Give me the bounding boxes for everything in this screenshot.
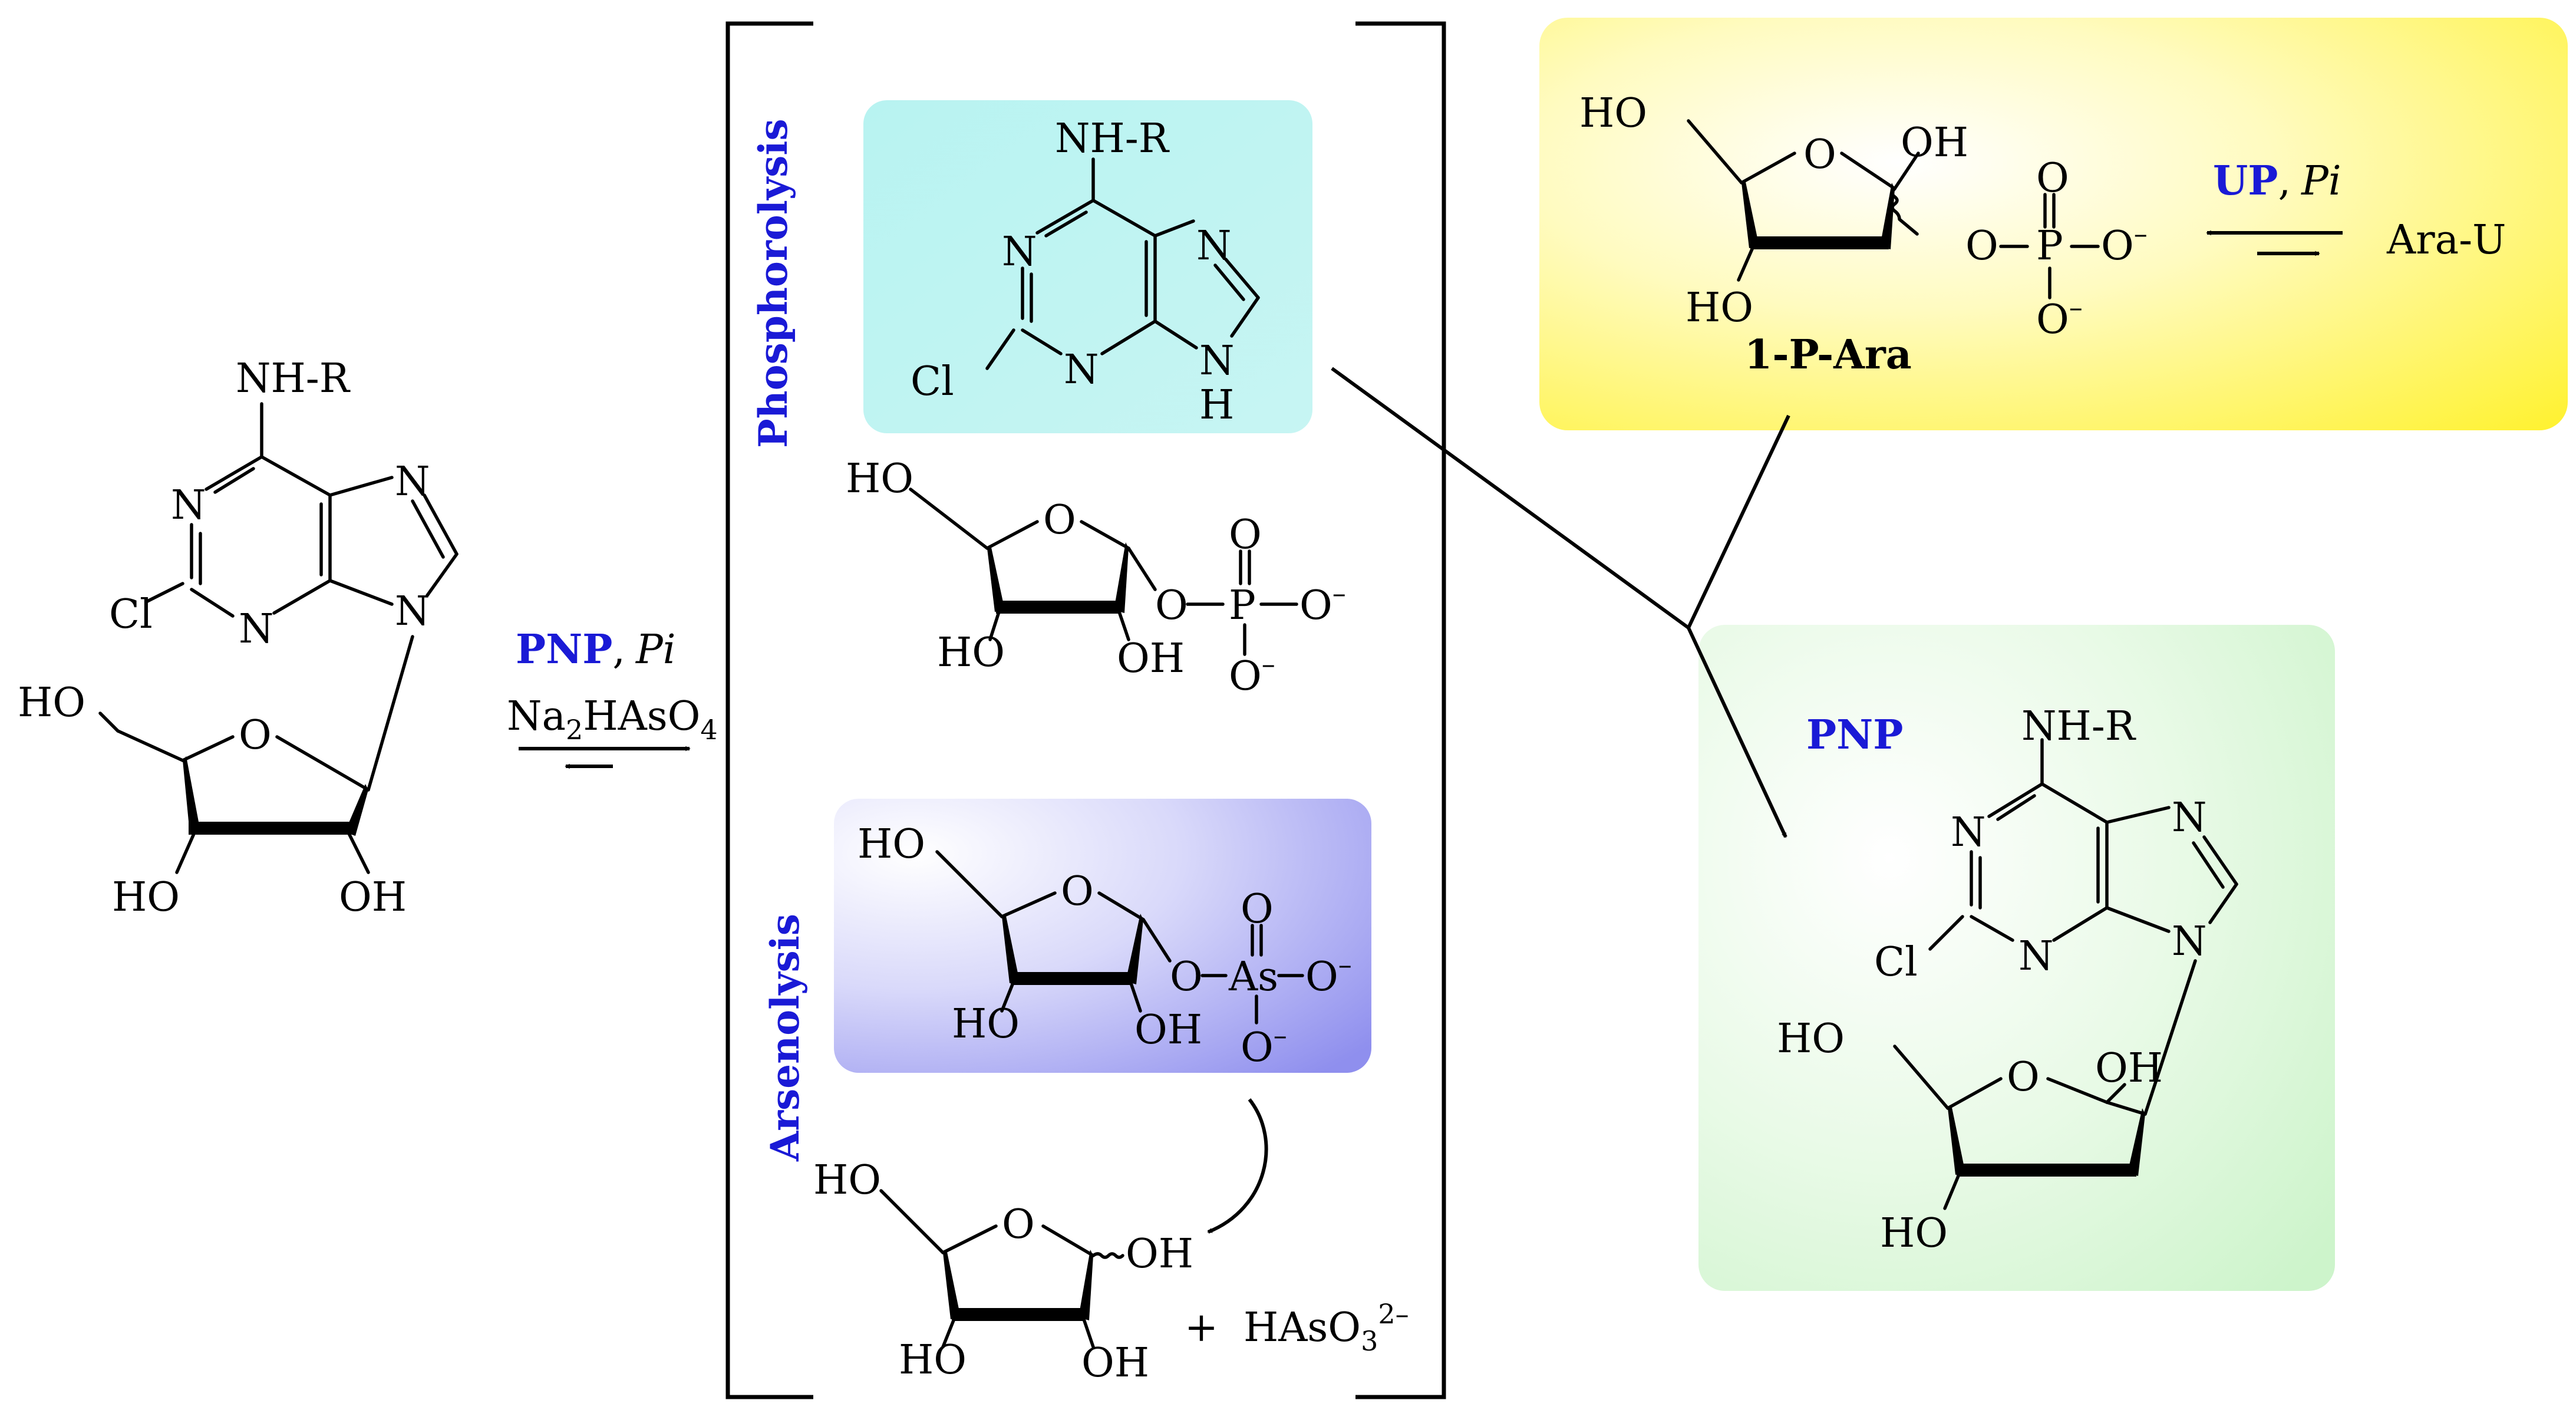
- product-cl: Cl: [1874, 939, 1918, 986]
- phos-base-amine: NH-R: [1055, 116, 1170, 162]
- ars-sugar-ring-o: O: [1061, 868, 1094, 915]
- substrate-n7-label: N: [395, 459, 430, 505]
- substrate-nucleoside: NH-R N N N N Cl O HO HO OH: [18, 355, 459, 921]
- substrate-n3-label: N: [239, 606, 274, 653]
- svg-text:UP,Pi: UP,Pi: [2213, 157, 2341, 205]
- phos-base-cl: Cl: [911, 358, 954, 405]
- up-phosphate-label: Pi: [2300, 158, 2341, 205]
- p-ara-compound-label: 1-P-Ara: [1744, 331, 1912, 378]
- phosphorolysis-label: Phosphorolysis: [750, 118, 796, 448]
- ara-u-label: Ara-U: [2386, 217, 2506, 263]
- phos-sugar-ho5: HO: [846, 456, 913, 502]
- product-ho3: HO: [1880, 1210, 1948, 1257]
- product-ring-o: O: [2007, 1054, 2040, 1101]
- phos-base-n3: N: [1064, 347, 1099, 393]
- arsenolysis-sugar-box: [834, 799, 1371, 1073]
- ars-sugar-ho3: HO: [952, 1001, 1020, 1047]
- phos-sugar-oh2: OH: [1117, 635, 1185, 682]
- phos-p-atom: P: [1229, 582, 1256, 629]
- reaction-conditions: PNP,Pi Na2HAsO4: [507, 626, 718, 769]
- phos-sugar-ho3: HO: [937, 630, 1005, 676]
- product-enzyme-label: PNP: [1806, 711, 1903, 759]
- p-ara-o-link: O: [1965, 223, 1998, 269]
- ars-sugar-ho5: HO: [857, 821, 925, 868]
- svg-text:PNP,Pi: PNP,Pi: [516, 626, 676, 673]
- condition-phosphate: Pi: [635, 627, 676, 673]
- arsenolysis-label: Arsenolysis: [762, 914, 808, 1162]
- converging-arrows: [1331, 367, 1790, 838]
- p-ara-ho5: HO: [1579, 90, 1647, 137]
- plus-sign: +: [1185, 1304, 1218, 1351]
- ars-o-link: O: [1170, 954, 1203, 1000]
- phos-o-minus-2: O–: [1229, 648, 1275, 700]
- p-ara-ho3: HO: [1686, 285, 1753, 331]
- p-ara-p-atom: P: [2036, 223, 2063, 269]
- p-ara-o-minus-2: O–: [2036, 291, 2083, 343]
- product-amine-label: NH-R: [2021, 703, 2136, 750]
- ribose-ho3: HO: [899, 1337, 967, 1383]
- phos-base-h: H: [1199, 382, 1234, 429]
- ribose-ring-o: O: [1002, 1201, 1035, 1248]
- product-n7: N: [2172, 795, 2207, 841]
- up-separator: ,: [2278, 158, 2291, 205]
- substrate-n1-label: N: [171, 482, 206, 529]
- condition-enzyme-pnp: PNP: [516, 626, 612, 673]
- ribose-ho5: HO: [813, 1157, 881, 1204]
- product-n3: N: [2018, 933, 2054, 980]
- product-n9: N: [2172, 918, 2207, 965]
- substrate-ho-3prime: HO: [112, 874, 180, 921]
- substrate-n9-label: N: [395, 588, 430, 635]
- ars-o-double: O: [1241, 886, 1274, 933]
- product-nucleoside: PNP NH-R N N N N Cl HO O OH: [1777, 703, 2238, 1257]
- condition-separator: ,: [612, 627, 625, 673]
- ars-as-atom: As: [1228, 954, 1278, 1000]
- phos-sugar-ring-o: O: [1043, 497, 1076, 543]
- product-oh2: OH: [2095, 1045, 2163, 1092]
- ars-o-minus-2: O–: [1241, 1019, 1287, 1071]
- product-n1: N: [1951, 809, 1986, 856]
- phos-base-n1: N: [1002, 229, 1037, 275]
- phosphorolysis-base-box: [863, 100, 1312, 433]
- p-ara-oh2: OH: [1901, 120, 1968, 166]
- substrate-amine-label: NH-R: [236, 355, 351, 402]
- ribose-oh1: OH: [1126, 1231, 1193, 1277]
- intermediate-1-p-ara: HO O OH HO O P O O– O– 1-P-Ara UP,Pi Ara…: [1579, 90, 2506, 378]
- up-enzyme-label: UP: [2213, 157, 2278, 205]
- p-ara-ring-o: O: [1803, 131, 1836, 178]
- phosphorolysis-section: Phosphorolysis NH-R N N N N H Cl: [750, 116, 1346, 700]
- p-ara-o-minus-1: O–: [2101, 218, 2148, 269]
- p-ara-o-double: O: [2036, 155, 2069, 202]
- phos-base-n9: N: [1199, 338, 1235, 384]
- ribose-oh2: OH: [1081, 1340, 1149, 1386]
- phos-o-link: O: [1155, 582, 1188, 629]
- product-box: [1698, 625, 2335, 1291]
- product-ho5: HO: [1777, 1016, 1845, 1062]
- substrate-ring-o-label: O: [239, 712, 272, 759]
- condition-arsenate: Na2HAsO4: [507, 693, 718, 746]
- ars-sugar-oh2: OH: [1134, 1007, 1202, 1053]
- phos-o-minus-1: O–: [1299, 577, 1346, 629]
- substrate-oh-2prime: OH: [339, 874, 407, 921]
- arsenolysis-section: Arsenolysis HO O HO OH O As O O– O–: [762, 821, 1409, 1386]
- phos-base-n7: N: [1196, 223, 1232, 269]
- phos-o-double: O: [1229, 512, 1262, 558]
- hydrolysis-curved-arrow: [1207, 1098, 1268, 1234]
- ars-o-minus-1: O–: [1305, 948, 1352, 1000]
- substrate-cl-label: Cl: [109, 591, 153, 638]
- intermediate-bracket: [725, 21, 1446, 1399]
- arsenite-byproduct: HAsO32–: [1244, 1298, 1409, 1357]
- substrate-ho-5prime: HO: [18, 680, 85, 726]
